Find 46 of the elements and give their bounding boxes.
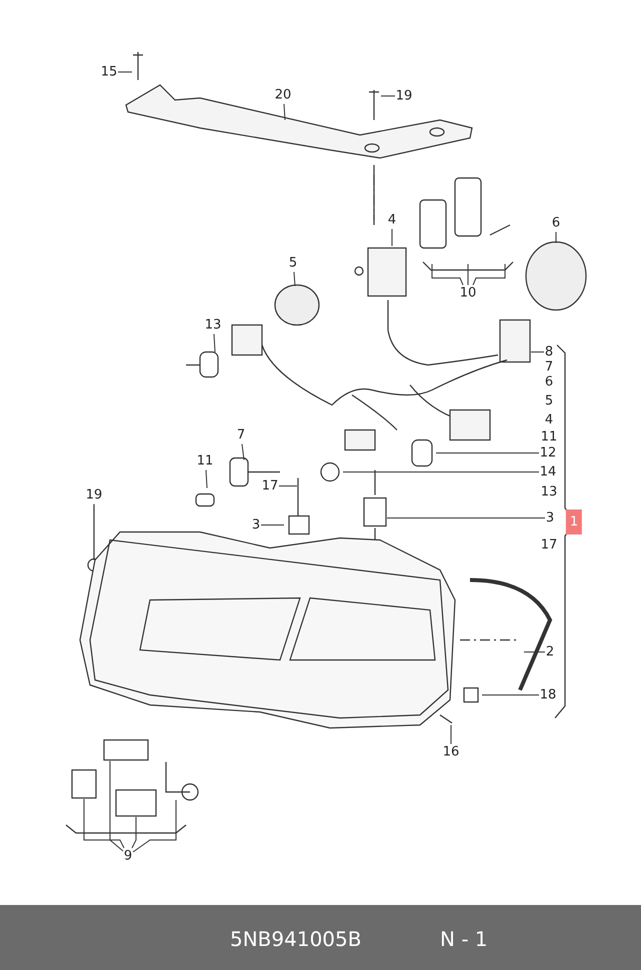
leader-line [84,798,124,848]
callout-number: 13 [204,318,222,332]
callout-number: 16 [442,744,460,760]
leader-line [284,104,286,120]
callout-number: 13 [540,484,558,500]
callout-number: 4 [544,412,554,428]
callout-number: 15 [100,64,118,80]
leader-line [472,264,506,286]
leader-line [294,272,296,286]
callout-number: 8 [544,344,554,360]
callout-number: 10 [460,286,476,300]
callout-number: 9 [124,848,132,864]
callout-number: 7 [544,360,554,374]
callout-number: 14 [540,464,556,480]
leader-line [214,334,216,352]
leader-line [482,694,540,696]
leader-line [260,524,284,526]
callout-number: 3 [546,510,554,526]
callout-number: 11 [540,430,558,444]
callout-number: 17 [262,478,278,494]
callout-number: 4 [388,212,396,228]
part-number: 5NB941005B [230,927,362,951]
callout-number: 18 [540,688,556,702]
callout-number: 11 [196,454,214,468]
callout-number: 19 [86,488,102,502]
callout-number: 7 [236,428,246,442]
callout-number: 17 [540,538,558,552]
page-number: N - 1 [440,927,488,951]
callout-number: 2 [546,644,554,660]
leader-line [132,800,176,852]
callout-number: 5 [544,394,554,408]
leader-line [436,452,540,454]
leader-line [132,816,136,848]
callout-number: 19 [396,88,412,104]
leader-line [450,724,452,744]
leader-line [206,470,208,488]
leader-line [242,444,244,460]
leader-line [110,760,124,852]
callout-number: 6 [544,374,554,390]
callout-number: 12 [540,446,556,460]
callout-number: 6 [552,216,560,230]
callout-number: 3 [252,518,260,532]
leader-line [432,264,464,286]
assembly-callout: 1 [566,510,582,534]
callout-number: 5 [288,256,298,270]
callout-number: 20 [274,88,292,102]
